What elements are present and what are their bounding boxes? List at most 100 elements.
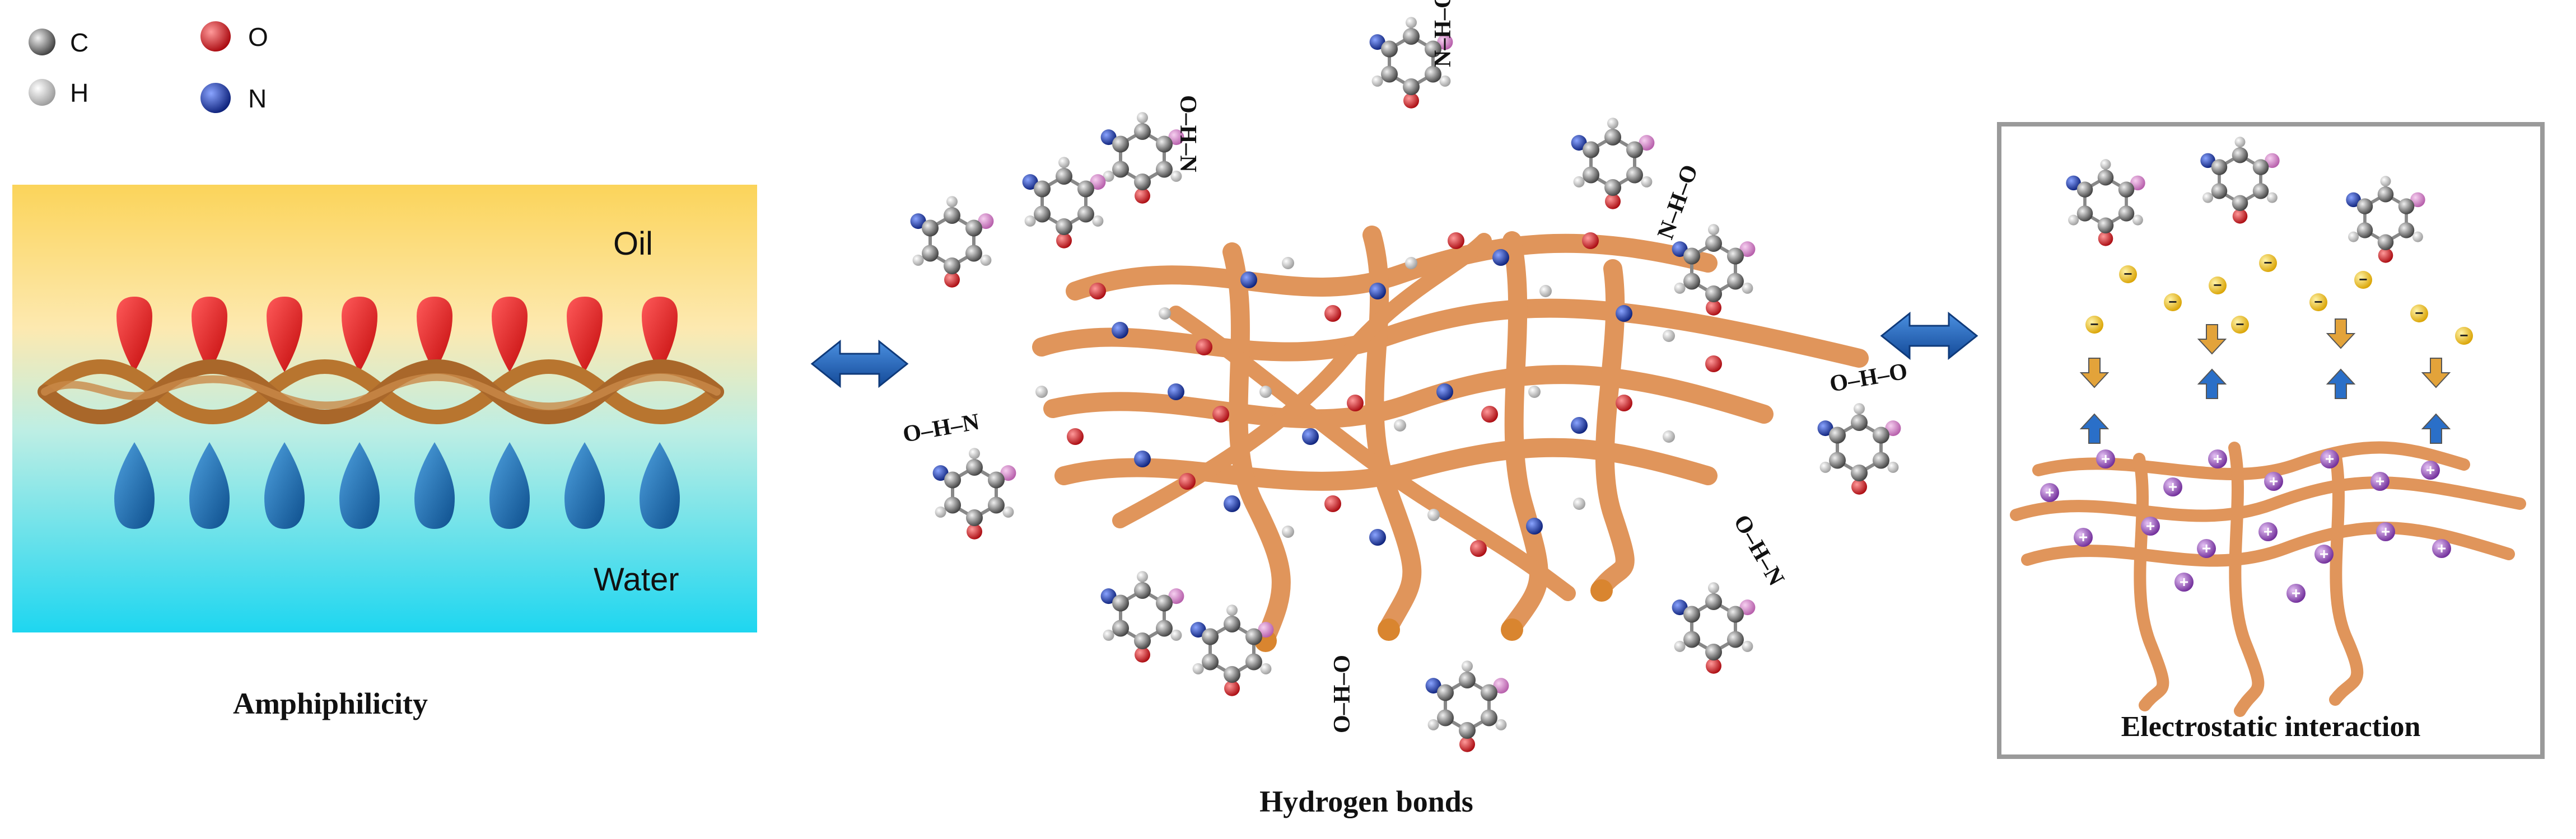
cation-ball-icon xyxy=(2320,449,2339,468)
cation: + xyxy=(2286,584,2306,603)
bond-label: O–H–N xyxy=(1728,510,1789,590)
hydrogen-atom xyxy=(1103,170,1114,182)
legend-label-nitrogen: N xyxy=(248,84,267,113)
carbon-atom xyxy=(1202,628,1219,645)
carbon-atom xyxy=(987,471,1005,489)
positive-charge-symbol: + xyxy=(2202,540,2211,557)
hydrogen-atom xyxy=(1035,386,1048,398)
bond-label: N–H–O xyxy=(1430,0,1456,67)
oxygen-atom xyxy=(2098,231,2113,246)
cation-ball-icon xyxy=(2040,483,2059,502)
carbon-atom xyxy=(2211,159,2228,175)
hydrogen-atom xyxy=(1192,663,1204,674)
anionic-molecules xyxy=(2066,137,2425,263)
carbon-atom xyxy=(1872,426,1889,444)
fiber-end-cap xyxy=(1501,618,1523,641)
carbon-atom xyxy=(1459,672,1476,688)
ball-and-stick-molecule xyxy=(2200,137,2280,224)
nitrogen-atom xyxy=(1190,622,1206,638)
oxygen-atom xyxy=(1403,92,1419,109)
positive-charge-symbol: + xyxy=(2079,528,2088,546)
hydrogen-atom xyxy=(1573,498,1585,510)
arrow-up-icon xyxy=(2079,413,2110,444)
arrow-down-icon xyxy=(2326,318,2356,349)
water-droplet-icon xyxy=(189,442,230,529)
anion: − xyxy=(2354,271,2372,289)
legend-item-oxygen: O xyxy=(200,21,268,51)
attraction-arrows xyxy=(2079,318,2451,444)
oxygen-atom xyxy=(1851,479,1867,495)
carbon-atom xyxy=(2118,181,2135,198)
oxygen-atom xyxy=(967,523,982,540)
ball-and-stick-molecule xyxy=(1100,571,1184,663)
double-arrow-icon xyxy=(1880,311,1978,360)
cation-cluster: +++++++++++++++++ xyxy=(2040,449,2451,603)
nitrogen-atom xyxy=(1112,322,1128,339)
bond-label: O–H–O xyxy=(1828,358,1910,397)
carbon-atom xyxy=(1112,594,1130,612)
oxygen-atom xyxy=(1470,540,1487,557)
carbon-atom xyxy=(1705,235,1722,252)
carbon-atom xyxy=(2232,147,2248,163)
carbon-atom xyxy=(1437,684,1454,701)
anion: − xyxy=(2455,327,2473,345)
oxygen-atom xyxy=(1067,428,1084,445)
carbon-atom xyxy=(1705,644,1722,660)
ball-and-stick-molecule xyxy=(1100,112,1184,204)
oxygen-atom xyxy=(1448,232,1464,249)
oxygen-atom xyxy=(944,271,960,288)
carbon-atom xyxy=(965,219,982,237)
fiber-horizontal-2 xyxy=(1032,298,1869,368)
arrow-down-icon xyxy=(2079,358,2110,388)
carbon-atom xyxy=(922,245,939,262)
anion: − xyxy=(2085,316,2103,334)
carbon-atom xyxy=(1112,620,1130,637)
double-arrow-right xyxy=(1880,311,1978,360)
carbon-atom xyxy=(1480,709,1497,726)
carbon-atom xyxy=(1480,684,1497,701)
carbon-atom xyxy=(1626,166,1643,184)
carbon-atom xyxy=(1726,273,1744,290)
oxygen-atom xyxy=(1224,680,1240,696)
hydrogen-atom xyxy=(1092,215,1104,227)
ball-and-stick-molecule xyxy=(1190,604,1274,696)
oxygen-atom xyxy=(1056,232,1072,249)
hydrogen-atom xyxy=(1427,509,1440,521)
phosphorus-atom xyxy=(2410,192,2425,208)
hydrogen-atom xyxy=(1394,419,1406,432)
fiber-horizontal xyxy=(2021,522,2515,567)
ball-and-stick-molecule xyxy=(2066,159,2145,246)
water-label: Water xyxy=(594,561,679,598)
oil-droplet-icon xyxy=(116,297,152,372)
carbon-atom xyxy=(1134,123,1151,140)
anion-ball-icon xyxy=(2259,254,2277,272)
hydrogen-atom xyxy=(1674,282,1686,294)
cation-ball-icon xyxy=(2208,449,2227,468)
surrounding-molecules xyxy=(910,17,1901,752)
phosphorus-atom xyxy=(1739,241,1756,257)
carbon-atom xyxy=(1683,606,1701,623)
cation-ball-icon xyxy=(2141,517,2160,536)
fiber-vertical-3 xyxy=(1502,231,1548,636)
anion-ball-icon xyxy=(2354,271,2372,289)
carbon-atom xyxy=(1604,129,1621,146)
oil-droplet-icon xyxy=(567,297,603,372)
carbon-atom xyxy=(1705,593,1722,610)
water-droplet-icon xyxy=(339,442,380,529)
carbon-atom xyxy=(2076,181,2093,198)
cation: + xyxy=(2074,528,2093,547)
positive-charge-symbol: + xyxy=(2437,540,2446,557)
carbon-atom xyxy=(1851,414,1868,431)
carbon-atom xyxy=(2118,205,2135,222)
hydrogen-atom xyxy=(1462,660,1473,672)
oil-droplet-icon xyxy=(642,297,678,372)
carbon-atom xyxy=(1726,631,1744,648)
carbon-atom xyxy=(1056,218,1072,235)
nitrogen-atom xyxy=(2346,192,2361,208)
phosphorus-atom xyxy=(1000,465,1016,481)
hydrogen-atom xyxy=(1528,386,1541,398)
hydrogen-atom xyxy=(1371,75,1383,87)
carbon-atom xyxy=(2398,222,2415,238)
cation: + xyxy=(2096,449,2115,468)
